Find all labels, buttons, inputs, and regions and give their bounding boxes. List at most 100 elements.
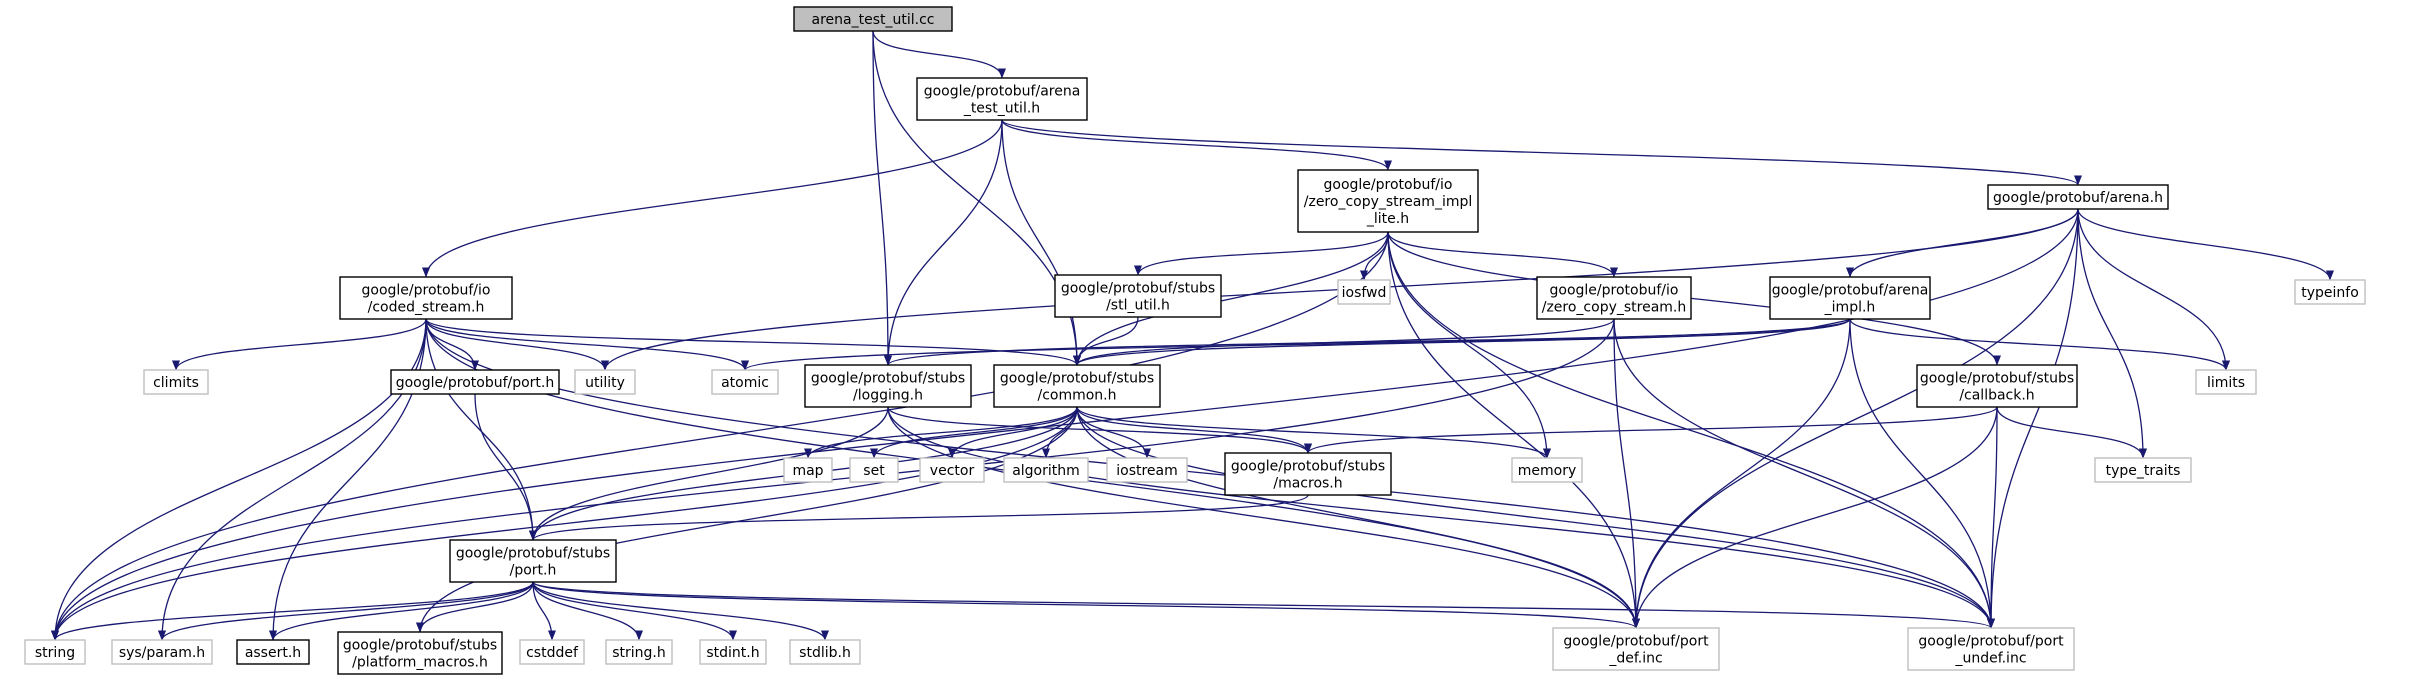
edge-zcsil-to-memory xyxy=(1387,231,1551,459)
edge-zcsil-to-common xyxy=(1073,231,1389,366)
node-protobuf-port-h[interactable]: google/protobuf/port.h xyxy=(390,369,560,395)
edge-stubs_port-to-stdlib xyxy=(532,581,829,641)
node-common-h-box xyxy=(993,364,1161,408)
edge-stubs_port-to-platform xyxy=(416,581,534,633)
edge-logging-to-port_undef xyxy=(887,406,1995,629)
edge-coded-to-sysparam xyxy=(158,318,427,641)
edge-atu_h-to-coded xyxy=(422,119,1003,278)
edge-callback-to-port_def xyxy=(1632,406,1998,629)
node-arena-h[interactable]: google/protobuf/arena.h xyxy=(1987,184,2169,210)
edge-stubs_port-to-port_undef xyxy=(532,581,1995,629)
node-zero-copy-stream-h-label: /zero_copy_stream.h xyxy=(1542,300,1687,316)
node-port-def-inc-label: _def.inc xyxy=(1608,651,1662,667)
node-limits-box xyxy=(2195,369,2257,395)
edge-logging-to-port_def xyxy=(887,406,1640,629)
node-macros-h[interactable]: google/protobuf/stubs/macros.h xyxy=(1224,452,1392,496)
edge-zcsil-to-string xyxy=(51,231,1389,641)
edge-arena_h-to-typeinfo xyxy=(2077,208,2334,281)
node-map: map xyxy=(783,457,833,483)
node-limits-label: limits xyxy=(2207,375,2245,391)
node-utility: utility xyxy=(574,369,636,395)
node-zero-copy-stream-impl-lite-h[interactable]: google/protobuf/io/zero_copy_stream_impl… xyxy=(1297,169,1479,233)
edge-arena_impl-to-atomic xyxy=(741,318,1851,371)
node-stdint-h-box xyxy=(699,639,767,665)
edge-arena_h-to-arena_impl xyxy=(1846,208,2079,278)
node-logging-h[interactable]: google/protobuf/stubs/logging.h xyxy=(804,364,972,408)
node-port-def-inc-label: google/protobuf/port xyxy=(1563,634,1709,650)
edge-atu_h-to-common xyxy=(1001,119,1081,366)
node-memory-label: memory xyxy=(1518,463,1577,479)
node-arena-test-util-cc[interactable]: arena_test_util.cc xyxy=(793,6,953,32)
node-coded-stream-h-box xyxy=(339,276,513,320)
node-arena-test-util-h-label: google/protobuf/arena xyxy=(924,84,1081,100)
node-arena-impl-h[interactable]: google/protobuf/arena_impl.h xyxy=(1769,276,1931,320)
node-platform-macros-h-box xyxy=(337,631,503,675)
node-string-label: string xyxy=(35,645,75,661)
node-assert-h[interactable]: assert.h xyxy=(236,639,310,665)
node-string-box xyxy=(24,639,86,665)
node-atomic-box xyxy=(711,369,779,395)
node-zero-copy-stream-impl-lite-h-label: google/protobuf/io xyxy=(1324,177,1453,193)
node-cstddef-box xyxy=(519,639,585,665)
node-vector: vector xyxy=(919,457,985,483)
node-iosfwd: iosfwd xyxy=(1337,279,1391,305)
node-string-h-label: string.h xyxy=(612,645,666,661)
edge-stubs_port-to-stdint xyxy=(532,581,737,641)
node-stubs-port-h-label: /port.h xyxy=(510,563,557,579)
node-arena-test-util-h-label: _test_util.h xyxy=(963,101,1040,117)
edge-stubs_port-to-port_def xyxy=(532,581,1640,629)
node-stubs-port-h-label: google/protobuf/stubs xyxy=(456,546,610,562)
node-port-undef-inc: google/protobuf/port_undef.inc xyxy=(1907,627,2075,671)
node-limits: limits xyxy=(2195,369,2257,395)
edge-coded-to-common xyxy=(425,318,1081,366)
edge-arena_impl-to-limits xyxy=(1849,318,2230,371)
node-logging-h-label: google/protobuf/stubs xyxy=(811,371,965,387)
edges-layer xyxy=(51,30,2334,641)
node-coded-stream-h[interactable]: google/protobuf/io/coded_stream.h xyxy=(339,276,513,320)
node-memory: memory xyxy=(1511,457,1583,483)
edge-arena_h-to-string xyxy=(51,208,2079,641)
edge-arena_impl-to-common xyxy=(1073,318,1851,366)
node-logging-h-box xyxy=(804,364,972,408)
node-callback-h[interactable]: google/protobuf/stubs/callback.h xyxy=(1916,364,2078,408)
node-vector-box xyxy=(919,457,985,483)
node-cstddef: cstddef xyxy=(519,639,585,665)
node-callback-h-label: google/protobuf/stubs xyxy=(1920,371,2074,387)
node-stubs-port-h-box xyxy=(449,539,617,583)
node-stl-util-h[interactable]: google/protobuf/stubs/stl_util.h xyxy=(1054,274,1222,318)
edge-coded-to-port_undef xyxy=(425,318,1995,629)
edge-atu_h-to-arena_h xyxy=(1001,119,2082,186)
node-algorithm-label: algorithm xyxy=(1012,463,1080,479)
edge-root-to-logging xyxy=(872,30,892,366)
node-arena-h-box xyxy=(1987,184,2169,210)
node-iostream: iostream xyxy=(1106,457,1188,483)
edge-zcsil-to-zcs xyxy=(1387,231,1618,278)
node-coded-stream-h-label: google/protobuf/io xyxy=(362,283,491,299)
edge-arena_impl-to-port_def xyxy=(1632,318,1851,629)
node-zero-copy-stream-impl-lite-h-label: _lite.h xyxy=(1366,211,1409,227)
node-arena-test-util-h[interactable]: google/protobuf/arena_test_util.h xyxy=(916,77,1088,121)
node-set-label: set xyxy=(863,463,885,479)
edge-common-to-macros xyxy=(1076,406,1312,454)
node-set-box xyxy=(849,457,899,483)
node-typeinfo: typeinfo xyxy=(2294,279,2366,305)
node-common-h[interactable]: google/protobuf/stubs/common.h xyxy=(993,364,1161,408)
node-string: string xyxy=(24,639,86,665)
edge-root-to-atu_h xyxy=(872,30,1006,79)
node-stubs-port-h[interactable]: google/protobuf/stubs/port.h xyxy=(449,539,617,583)
node-zero-copy-stream-impl-lite-h-box xyxy=(1297,169,1479,233)
node-stdlib-h-box xyxy=(789,639,861,665)
edge-common-to-map xyxy=(804,406,1078,459)
node-algorithm: algorithm xyxy=(1003,457,1089,483)
edge-arena_h-to-port_def xyxy=(1632,208,2079,629)
node-stdint-h: stdint.h xyxy=(699,639,767,665)
node-set: set xyxy=(849,457,899,483)
edge-common-to-vector xyxy=(948,406,1078,459)
node-iosfwd-label: iosfwd xyxy=(1342,285,1387,301)
node-platform-macros-h-label: /platform_macros.h xyxy=(352,655,488,671)
edge-coded-to-string xyxy=(51,318,427,641)
node-zero-copy-stream-h[interactable]: google/protobuf/io/zero_copy_stream.h xyxy=(1536,276,1692,320)
node-climits: climits xyxy=(143,369,209,395)
node-platform-macros-h[interactable]: google/protobuf/stubs/platform_macros.h xyxy=(337,631,503,675)
